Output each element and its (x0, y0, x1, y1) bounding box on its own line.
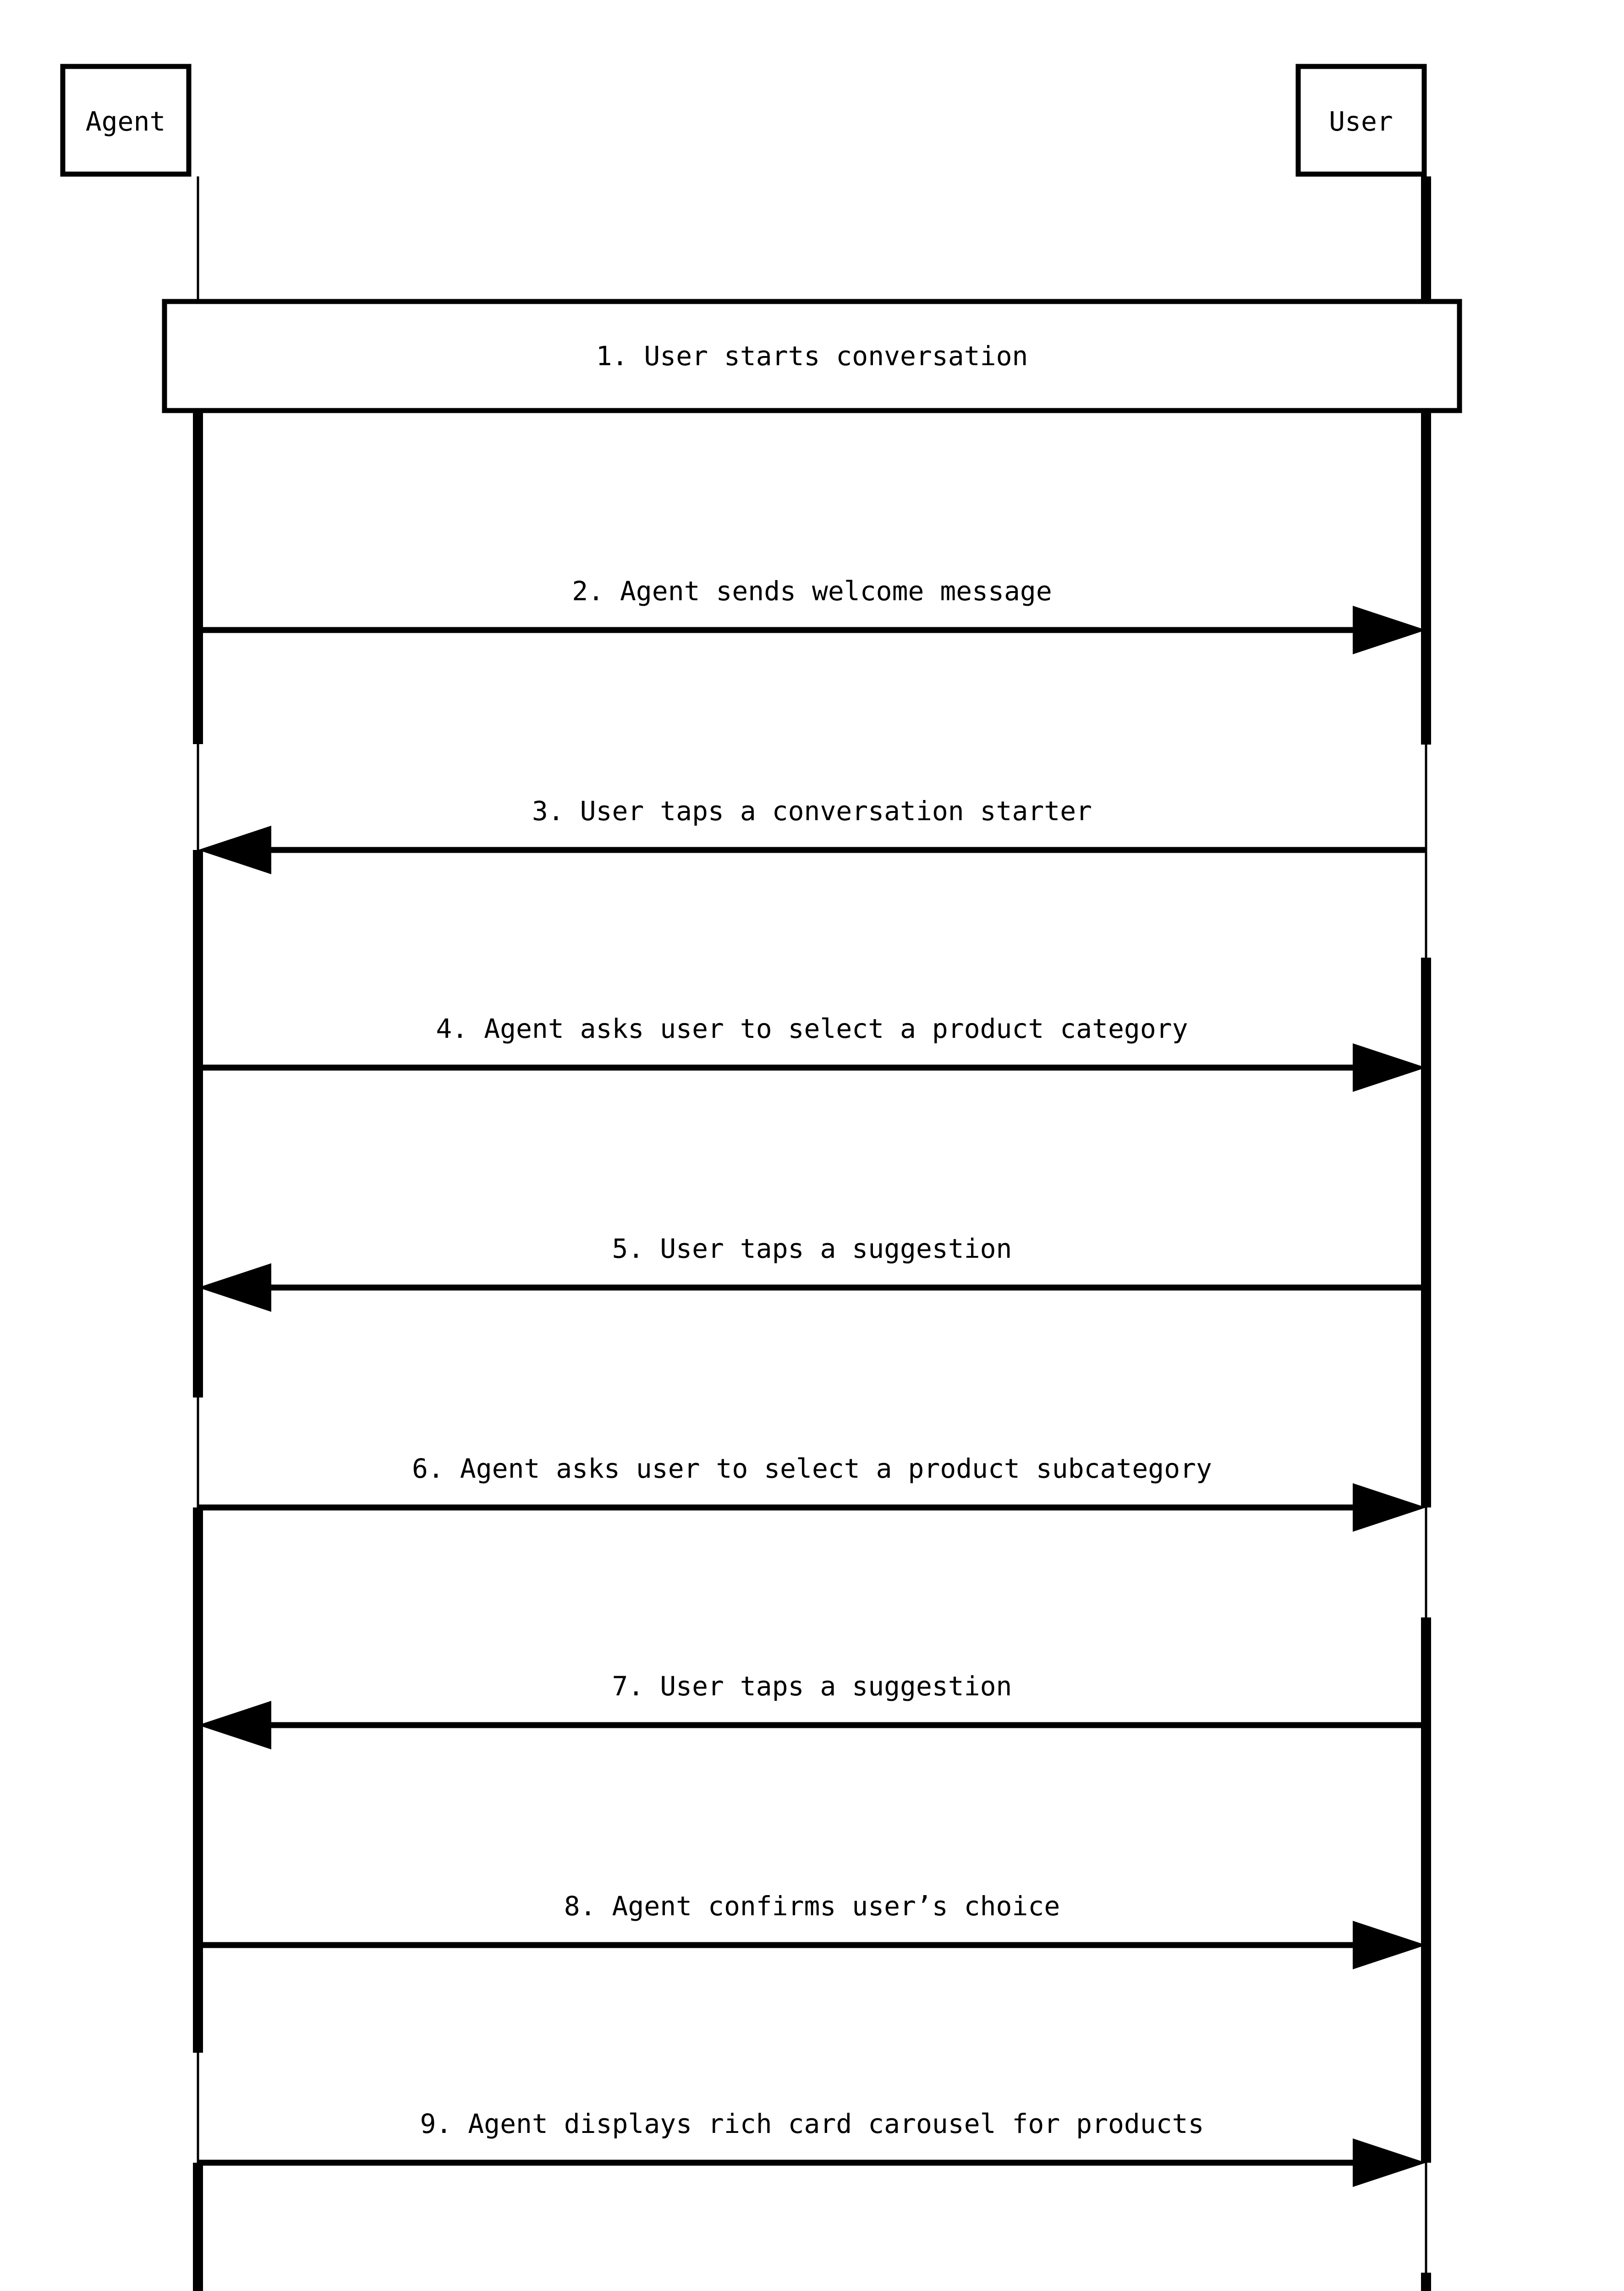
message-label: 9. Agent displays rich card carousel for… (420, 2108, 1204, 2139)
message-label: 2. Agent sends welcome message (572, 575, 1052, 607)
step-6-message: 6. Agent asks user to select a product s… (198, 1453, 1426, 1532)
activation-bar-agent (193, 850, 203, 1398)
activation-bar-agent (193, 2163, 203, 2291)
arrowhead-right-icon (1353, 1483, 1426, 1532)
participant-label-agent: Agent (86, 106, 166, 137)
participant-box[interactable] (1295, 64, 1427, 177)
arrowhead-right-icon (1353, 2138, 1426, 2187)
message-label: 6. Agent asks user to select a product s… (412, 1453, 1212, 1484)
arrowhead-right-icon (1353, 606, 1426, 654)
step-2-message: 2. Agent sends welcome message (198, 575, 1426, 654)
step-4-message: 4. Agent asks user to select a product c… (198, 1013, 1426, 1092)
activation-bar-user (1421, 958, 1431, 1507)
arrowhead-left-icon (198, 1701, 271, 1749)
activation-bar-user (1421, 176, 1431, 745)
activation-bar-user (1421, 1617, 1431, 2163)
step-9-message: 9. Agent displays rich card carousel for… (198, 2108, 1426, 2187)
step-1-note: 1. User starts conversation (162, 299, 1462, 413)
arrowhead-right-icon (1353, 1921, 1426, 1969)
step-7-message: 7. User taps a suggestion (198, 1671, 1426, 1749)
message-label: 3. User taps a conversation starter (532, 795, 1092, 827)
activation-bar-user (1421, 2273, 1431, 2291)
participant-head-agent[interactable]: Agent (60, 64, 192, 177)
activation-bar-agent (193, 411, 203, 744)
message-label: 7. User taps a suggestion (612, 1671, 1012, 1702)
step-5-message: 5. User taps a suggestion (198, 1233, 1426, 1312)
step-8-message: 8. Agent confirms user’s choice (198, 1891, 1426, 1969)
note-label: 1. User starts conversation (596, 340, 1028, 372)
arrowhead-left-icon (198, 826, 271, 874)
message-label: 4. Agent asks user to select a product c… (436, 1013, 1188, 1044)
message-label: 5. User taps a suggestion (612, 1233, 1012, 1264)
note-box (162, 299, 1462, 413)
arrowhead-left-icon (198, 1263, 271, 1312)
arrowhead-right-icon (1353, 1043, 1426, 1092)
message-label: 8. Agent confirms user’s choice (564, 1891, 1060, 1922)
step-3-message: 3. User taps a conversation starter (198, 795, 1426, 874)
participant-head-user[interactable]: User (1295, 64, 1427, 177)
participant-box[interactable] (60, 64, 192, 177)
activation-bar-agent (193, 1507, 203, 2053)
participant-label-user: User (1329, 106, 1393, 137)
